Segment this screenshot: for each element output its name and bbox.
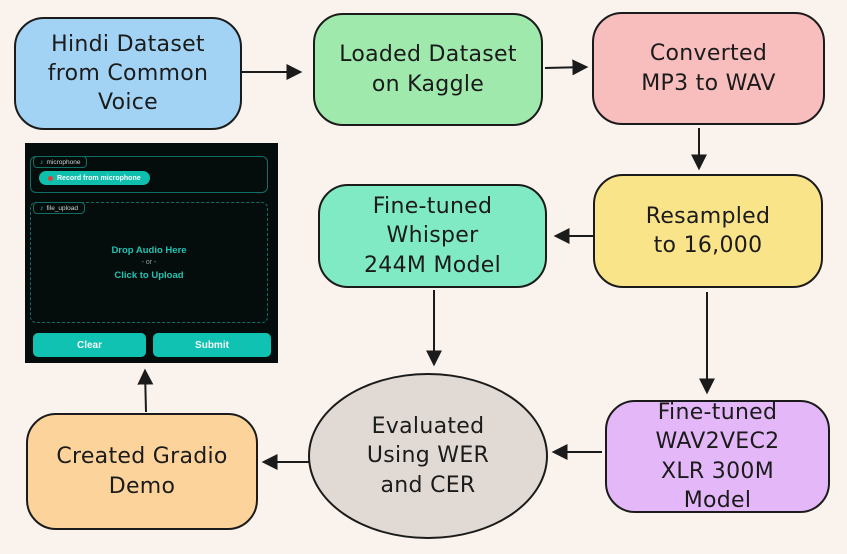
arrow-gradio-demo-to-screenshot	[137, 368, 154, 413]
node-resampled: Resampled to 16,000	[593, 174, 823, 288]
arrow-kaggle-to-wav	[544, 59, 589, 76]
node-label: Loaded Dataset on Kaggle	[339, 42, 517, 97]
node-label: Converted MP3 to WAV	[641, 41, 776, 96]
file-upload-tab: ♪ file_upload	[33, 202, 85, 214]
node-label: Created Gradio Demo	[56, 444, 228, 499]
node-gradio-demo: Created Gradio Demo	[26, 413, 258, 530]
drop-audio-text: Drop Audio Here	[111, 244, 187, 256]
or-text: - or -	[141, 259, 157, 266]
node-label: Resampled to 16,000	[645, 203, 771, 258]
clear-button[interactable]: Clear	[33, 333, 146, 357]
node-converted-wav: Converted MP3 to WAV	[592, 12, 825, 125]
node-loaded-kaggle: Loaded Dataset on Kaggle	[313, 13, 543, 126]
microphone-section: ♪ microphone Record from microphone	[30, 156, 268, 193]
upload-dropzone[interactable]: ♪ file_upload Drop Audio Here - or - Cli…	[30, 202, 268, 323]
record-button[interactable]: Record from microphone	[39, 171, 150, 185]
gradio-screenshot-panel: ♪ microphone Record from microphone ♪ fi…	[25, 143, 278, 363]
record-dot-icon	[48, 175, 53, 181]
microphone-tab-label: microphone	[46, 158, 81, 166]
file-upload-tab-label: file_upload	[46, 204, 78, 212]
music-note-icon: ♪	[40, 204, 44, 212]
music-note-icon: ♪	[40, 158, 44, 166]
node-label: Fine-tuned WAV2VEC2 XLR 300M Model	[655, 400, 780, 513]
node-label: Evaluated Using WER and CER	[366, 414, 490, 498]
node-whisper-model: Fine-tuned Whisper 244M Model	[318, 184, 547, 288]
node-label: Fine-tuned Whisper 244M Model	[363, 194, 502, 278]
node-wav2vec-model: Fine-tuned WAV2VEC2 XLR 300M Model	[605, 400, 830, 513]
record-button-label: Record from microphone	[57, 174, 141, 182]
node-evaluated: Evaluated Using WER and CER	[308, 373, 548, 539]
click-to-upload-text: Click to Upload	[114, 269, 184, 281]
microphone-tab: ♪ microphone	[33, 156, 88, 168]
node-hindi-dataset: Hindi Dataset from Common Voice	[14, 17, 242, 130]
node-label: Hindi Dataset from Common Voice	[47, 31, 209, 116]
submit-button[interactable]: Submit	[153, 333, 271, 357]
